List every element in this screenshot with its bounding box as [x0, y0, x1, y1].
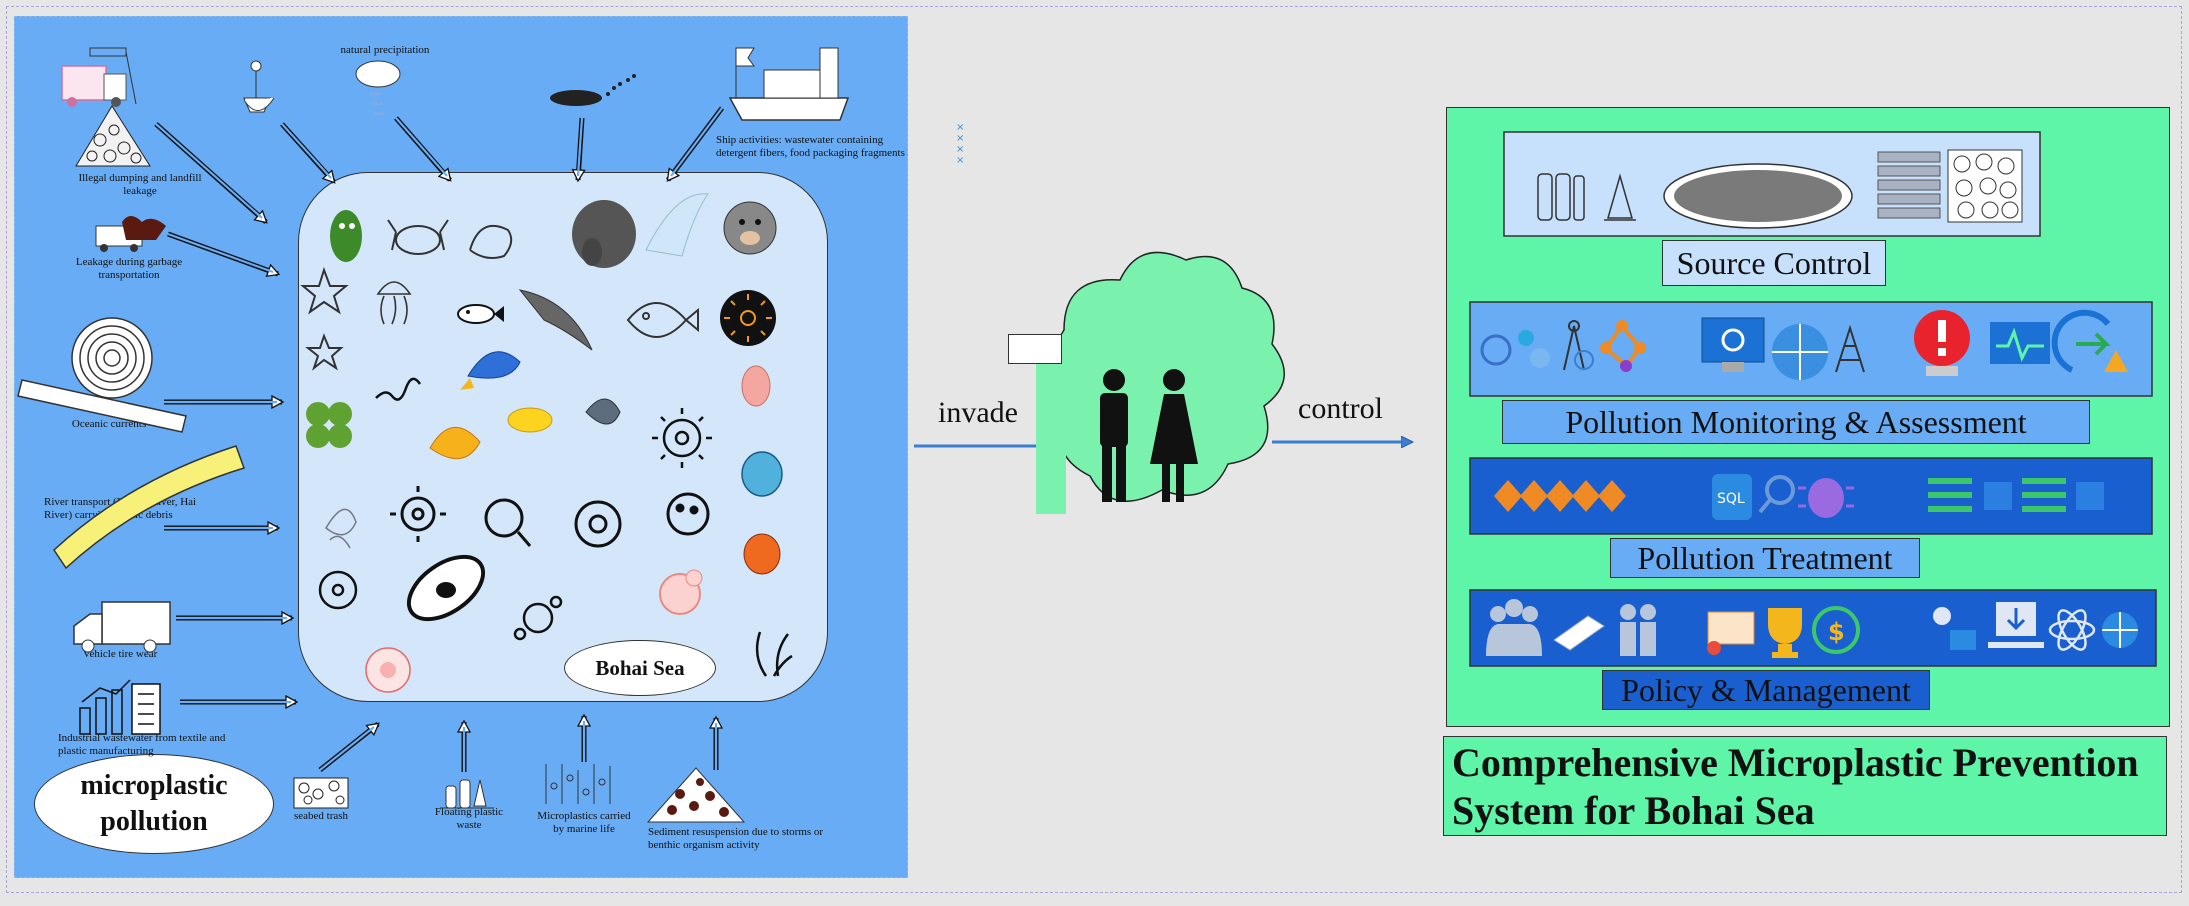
caption-ship-activities: Ship activities: wastewater containing d…: [716, 134, 905, 159]
bohai-sea-box: [298, 172, 828, 702]
policy-label: Policy & Management: [1602, 670, 1930, 710]
caption-industrial-wastewater: Industrial wastewater from textile and p…: [58, 732, 226, 757]
caption-seabed-trash: seabed trash: [293, 810, 349, 822]
control-label: control: [1298, 392, 1383, 425]
mini-marks: × × × ×: [956, 122, 965, 166]
invade-label: invade: [938, 396, 1018, 429]
source-control-label: Source Control: [1662, 240, 1886, 286]
caption-illegal-dumping: Illegal dumping and landfill leakage: [78, 172, 202, 197]
caption-vehicle-tire: Vehicle tire wear: [82, 648, 158, 660]
caption-floating-waste: Floating plastic waste: [434, 806, 504, 831]
caption-garbage-transport: Leakage during garbage transportation: [75, 256, 183, 281]
treatment-label: Pollution Treatment: [1610, 538, 1920, 578]
caption-natural-precipitation: natural precipitation: [340, 44, 430, 56]
microplastic-pollution-label: microplastic pollution: [34, 754, 274, 854]
caption-marine-life: Microplastics carried by marine life: [537, 810, 631, 835]
caption-oceanic-currents: Oceanic currents: [71, 418, 147, 430]
monitoring-label: Pollution Monitoring & Assessment: [1502, 400, 2090, 444]
system-title: Comprehensive Microplastic Prevention Sy…: [1443, 736, 2167, 836]
small-note-box: [1008, 334, 1062, 364]
caption-sediment-resuspension: Sediment resuspension due to storms or b…: [648, 826, 824, 851]
bohai-sea-label: Bohai Sea: [564, 640, 716, 696]
caption-river-transport: River transport (Yellow River, Hai River…: [44, 496, 197, 521]
canvas-border: [6, 6, 2182, 893]
